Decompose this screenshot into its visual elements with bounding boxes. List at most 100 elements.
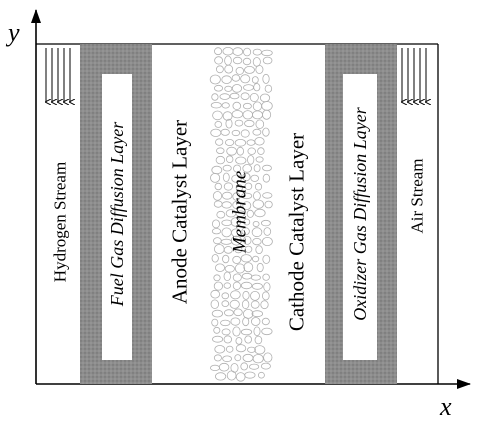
membrane-pebble (252, 255, 260, 263)
membrane-pebble (262, 109, 272, 120)
membrane-pebble (243, 235, 252, 245)
membrane-pebble (231, 174, 242, 183)
membrane-pebble (211, 165, 223, 175)
membrane-pebble (231, 129, 241, 137)
membrane-region (209, 47, 273, 382)
membrane-pebble (213, 326, 221, 334)
membrane-pebble (230, 363, 239, 373)
membrane-pebble (254, 182, 263, 191)
membrane-pebble (242, 57, 252, 66)
membrane-pebble (234, 263, 246, 274)
membrane-pebble (240, 74, 251, 84)
membrane-pebble (234, 119, 244, 127)
membrane-pebble (261, 327, 273, 336)
membrane-pebble (241, 272, 253, 280)
membrane-pebble (262, 192, 273, 199)
membrane-pebble (225, 118, 233, 129)
hydrogen-stream-label: Hydrogen Stream (50, 161, 70, 283)
membrane-pebble (210, 299, 219, 309)
membrane-pebble (240, 129, 250, 138)
membrane-pebble (213, 274, 221, 282)
membrane-pebble (240, 254, 252, 263)
membrane-pebble (213, 354, 222, 362)
membrane-pebble (211, 228, 222, 235)
membrane-pebble (213, 84, 223, 92)
membrane-pebble (221, 219, 233, 226)
y-axis-label: y (8, 18, 20, 47)
membrane-pebble (209, 364, 220, 371)
membrane-pebble (260, 362, 271, 370)
membrane-pebble (242, 102, 252, 110)
membrane-pebble (232, 47, 244, 56)
membrane-pebble (254, 335, 263, 345)
membrane-pebble (262, 254, 271, 264)
membrane-pebble (244, 66, 255, 74)
membrane-pebble (240, 92, 250, 100)
membrane-pebble (232, 273, 242, 282)
membrane-pebble (234, 139, 247, 147)
membrane-pebble (235, 372, 246, 382)
membrane-pebble (225, 345, 234, 353)
membrane-pebble (242, 317, 250, 327)
membrane-pebble (226, 370, 237, 381)
membrane-pebble (213, 281, 223, 291)
membrane-pebble (251, 227, 263, 238)
membrane-pebble (234, 246, 243, 254)
membrane-pebble (221, 292, 230, 300)
membrane-pebble (244, 182, 253, 190)
fuel-gdl-label: Fuel Gas Diffusion Layer (107, 121, 127, 307)
membrane-pebble (221, 102, 230, 109)
membrane-pebble (247, 147, 256, 155)
oxidizer-gdl-label: Oxidizer Gas Diffusion Layer (350, 107, 370, 321)
air-stream-label: Air Stream (407, 158, 427, 234)
membrane-pebble (241, 299, 250, 310)
membrane-pebble (243, 84, 254, 91)
membrane-pebble (210, 128, 222, 137)
membrane-pebble (223, 246, 233, 254)
membrane-pebble (235, 210, 246, 217)
membrane-pebble (263, 227, 272, 236)
membrane-pebble (250, 274, 261, 281)
membrane-pebble (255, 245, 263, 255)
membrane-pebble (230, 217, 242, 227)
membrane-pebble (254, 208, 266, 218)
membrane-pebble (220, 128, 230, 136)
membrane-pebble (210, 289, 221, 299)
membrane-pebble (212, 335, 224, 343)
membrane-pebble (235, 337, 243, 345)
membrane-pebble (222, 164, 232, 172)
membrane-pebble (232, 326, 241, 337)
membrane-pebble (235, 344, 247, 353)
membrane-pebble (211, 219, 220, 229)
membrane-pebble (252, 128, 262, 136)
membrane-pebble (254, 345, 266, 355)
membrane-pebble (233, 308, 243, 317)
membrane-pebble (211, 254, 219, 263)
membrane-pebble (210, 172, 221, 183)
membrane-pebble (223, 335, 232, 344)
membrane-pebble (243, 218, 251, 226)
membrane-pebble (243, 47, 252, 57)
membrane-pebble (242, 201, 252, 211)
membrane-pebble (232, 56, 243, 65)
membrane-pebble (263, 352, 273, 363)
membrane-pebble (224, 264, 235, 273)
membrane-pebble (225, 138, 235, 146)
membrane-pebble (243, 262, 254, 273)
membrane-pebble (252, 220, 260, 227)
membrane-pebble (253, 164, 261, 173)
membrane-pebble (262, 56, 273, 65)
membrane-pebble (250, 300, 260, 309)
membrane-pebble (231, 74, 241, 82)
membrane-pebble (253, 83, 261, 92)
membrane-pebble (252, 354, 264, 364)
membrane-pebble (263, 282, 271, 292)
membrane-pebble (244, 245, 253, 253)
membrane-pebble (262, 127, 270, 137)
membrane-pebble (233, 164, 242, 173)
hydrogen-inflow-arrows (46, 48, 70, 102)
membrane-pebble (226, 146, 237, 156)
membrane-pebble (251, 76, 259, 84)
membrane-pebble (241, 192, 253, 200)
